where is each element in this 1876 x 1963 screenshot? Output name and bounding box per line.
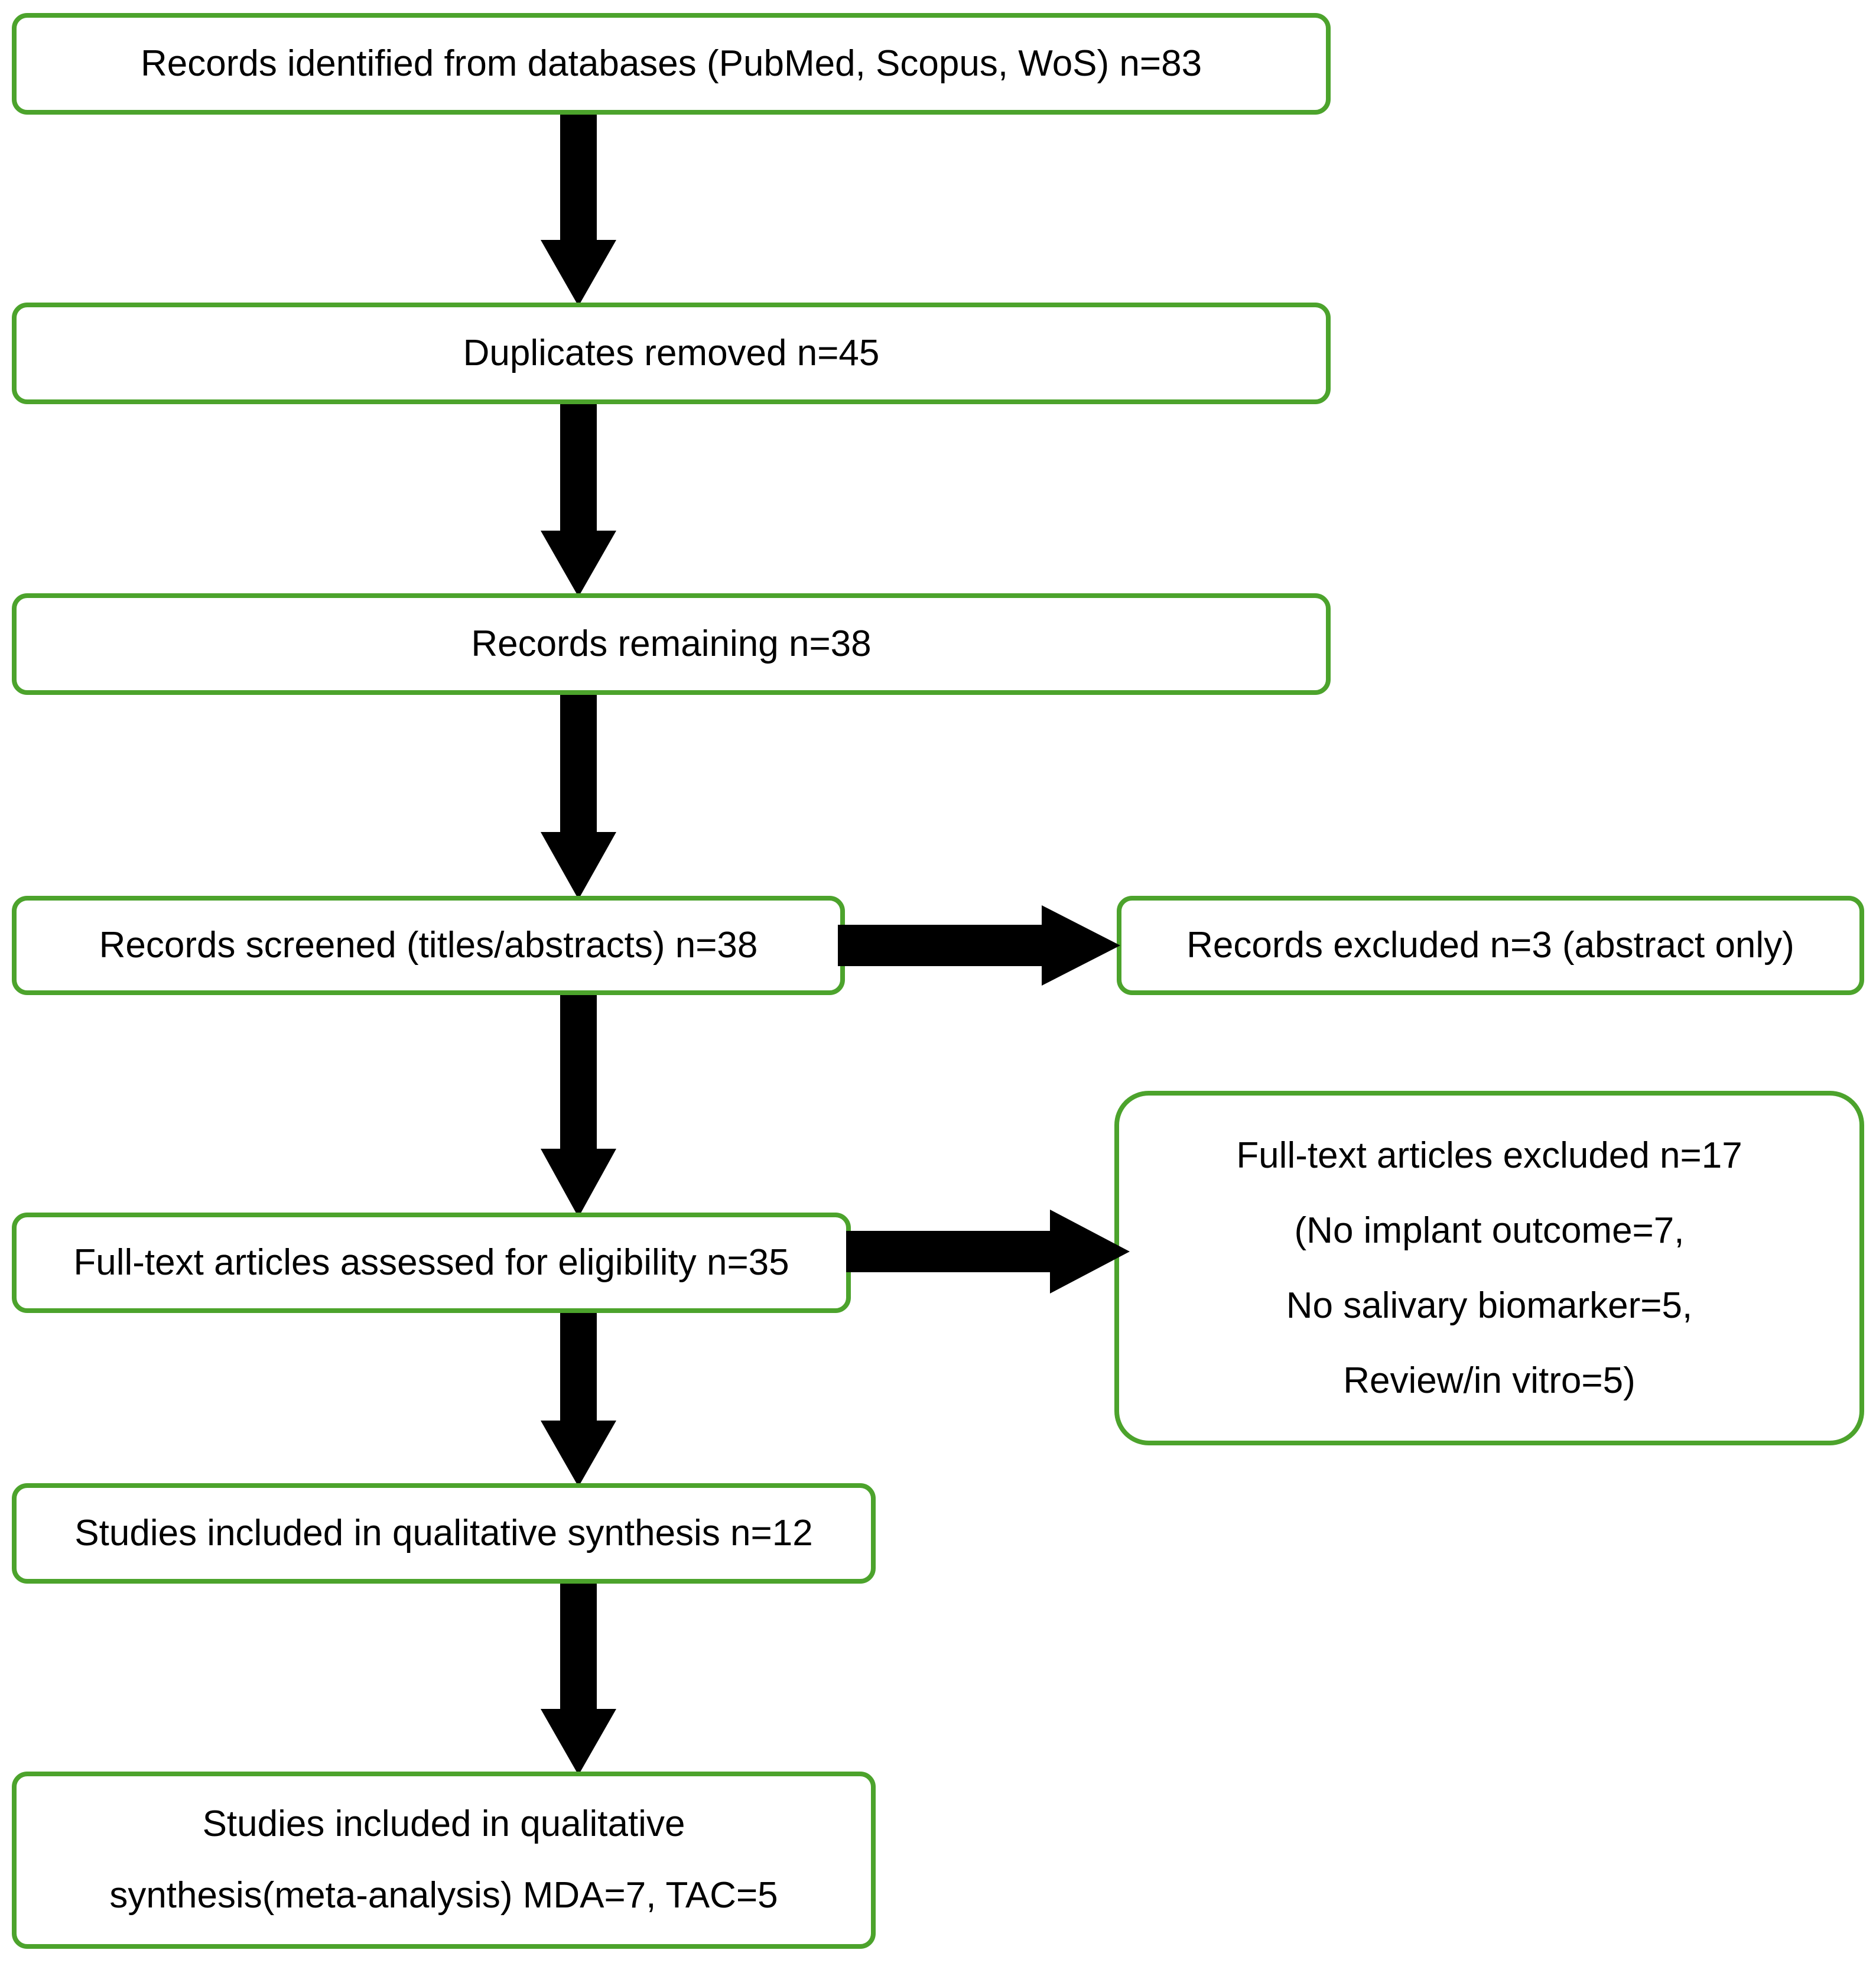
- node-fulltext-excluded-line-4: Review/in vitro=5): [1343, 1360, 1636, 1402]
- node-qualitative-synthesis[interactable]: Studies included in qualitative synthesi…: [12, 1483, 876, 1584]
- node-duplicates-removed[interactable]: Duplicates removed n=45: [12, 303, 1331, 404]
- node-meta-analysis-body: Studies included in qualitative synthesi…: [30, 1789, 858, 1932]
- node-records-excluded[interactable]: Records excluded n=3 (abstract only): [1117, 896, 1864, 995]
- node-records-identified-label: Records identified from databases (PubMe…: [140, 43, 1202, 84]
- node-meta-analysis-line-2: synthesis(meta-analysis) MDA=7, TAC=5: [109, 1875, 778, 1916]
- node-records-excluded-label: Records excluded n=3 (abstract only): [1186, 925, 1794, 966]
- node-records-identified[interactable]: Records identified from databases (PubMe…: [12, 13, 1331, 115]
- node-records-screened-label: Records screened (titles/abstracts) n=38: [99, 925, 758, 966]
- arrow-fulltext-to-qualitative: [541, 1309, 616, 1487]
- node-duplicates-removed-label: Duplicates removed n=45: [463, 333, 880, 374]
- arrow-qualitative-to-meta: [541, 1580, 616, 1775]
- node-fulltext-assessed[interactable]: Full-text articles assessed for eligibil…: [12, 1213, 851, 1313]
- node-records-remaining-label: Records remaining n=38: [471, 623, 872, 665]
- node-fulltext-excluded-line-3: No salivary biomarker=5,: [1286, 1285, 1693, 1326]
- arrow-identification-to-duplicates: [541, 111, 616, 306]
- arrow-duplicates-to-remaining: [541, 401, 616, 597]
- arrow-fulltext-to-excluded: [846, 1210, 1130, 1294]
- arrow-remaining-to-screened: [541, 691, 616, 899]
- node-fulltext-excluded-line-2: (No implant outcome=7,: [1294, 1210, 1685, 1251]
- node-fulltext-excluded-body: Full-text articles excluded n=17 (No imp…: [1132, 1118, 1846, 1418]
- arrow-screened-to-excluded: [838, 905, 1120, 986]
- node-meta-analysis-line-1: Studies included in qualitative: [202, 1803, 685, 1845]
- arrow-screened-to-fulltext: [541, 992, 616, 1217]
- node-fulltext-assessed-label: Full-text articles assessed for eligibil…: [73, 1242, 789, 1283]
- node-qualitative-synthesis-label: Studies included in qualitative synthesi…: [74, 1513, 813, 1554]
- node-fulltext-excluded-line-1: Full-text articles excluded n=17: [1236, 1135, 1742, 1176]
- node-records-screened[interactable]: Records screened (titles/abstracts) n=38: [12, 896, 845, 995]
- node-meta-analysis[interactable]: Studies included in qualitative synthesi…: [12, 1772, 876, 1949]
- node-records-remaining[interactable]: Records remaining n=38: [12, 593, 1331, 695]
- node-fulltext-excluded[interactable]: Full-text articles excluded n=17 (No imp…: [1114, 1091, 1864, 1445]
